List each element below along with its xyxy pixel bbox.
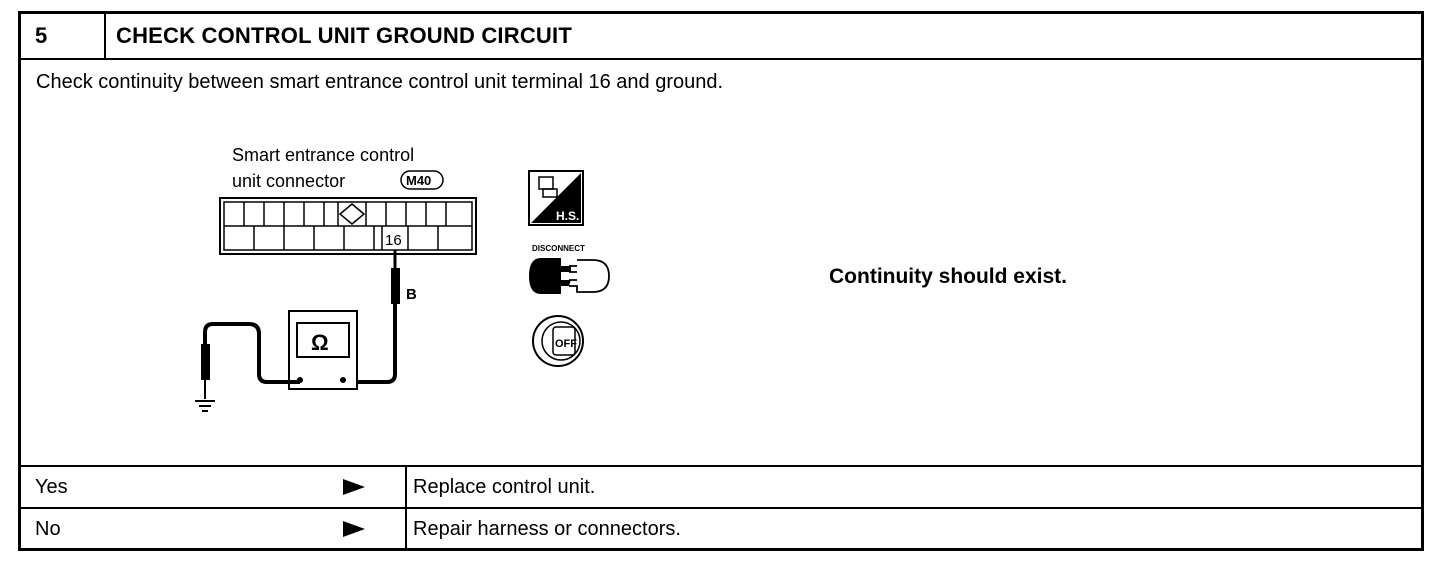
connector-body (219, 197, 477, 255)
hs-label: H.S. (556, 209, 579, 223)
outcome-label: No (35, 518, 61, 540)
disconnect-label: DISCONNECT (532, 244, 585, 253)
outcome-row-yes: Yes Replace control unit. (21, 465, 1421, 507)
step-number: 5 (21, 14, 106, 58)
connector-label-line1: Smart entrance control (232, 145, 414, 165)
connector-label-line2: unit connector (232, 171, 345, 191)
ignition-off-icon: OFF (532, 315, 584, 367)
lead-positive (343, 304, 397, 384)
harness-side-icon: H.S. (528, 170, 584, 226)
probe-ground (201, 344, 210, 380)
connector-id: M40 (406, 173, 431, 188)
disconnect-icon (529, 258, 610, 294)
terminal-number: 16 (385, 232, 402, 249)
instruction-text: Check continuity between smart entrance … (36, 71, 724, 93)
ground-symbol-icon (195, 400, 215, 412)
outcome-row-no: No Repair harness or connectors. (21, 507, 1421, 549)
step-header: 5 CHECK CONTROL UNIT GROUND CIRCUIT (21, 14, 1421, 60)
off-label: OFF (555, 338, 577, 350)
outcome-action: Replace control unit. (405, 467, 1421, 507)
inspection-step-panel: 5 CHECK CONTROL UNIT GROUND CIRCUIT Chec… (18, 11, 1424, 551)
outcome-label: Yes (35, 476, 68, 498)
connector-diagram: Smart entrance control unit connector M4… (195, 145, 610, 412)
outcome-action: Repair harness or connectors. (405, 509, 1421, 549)
arrow-right-icon (343, 521, 365, 537)
connector-id-badge (400, 170, 444, 190)
wire-color-label: B (406, 286, 417, 303)
lead-ground (203, 322, 300, 384)
arrow-right-icon (343, 479, 365, 495)
ohm-symbol: Ω (311, 330, 329, 355)
probe-positive (391, 268, 400, 304)
expected-result: Continuity should exist. (829, 265, 1068, 288)
step-title: CHECK CONTROL UNIT GROUND CIRCUIT (116, 23, 572, 48)
